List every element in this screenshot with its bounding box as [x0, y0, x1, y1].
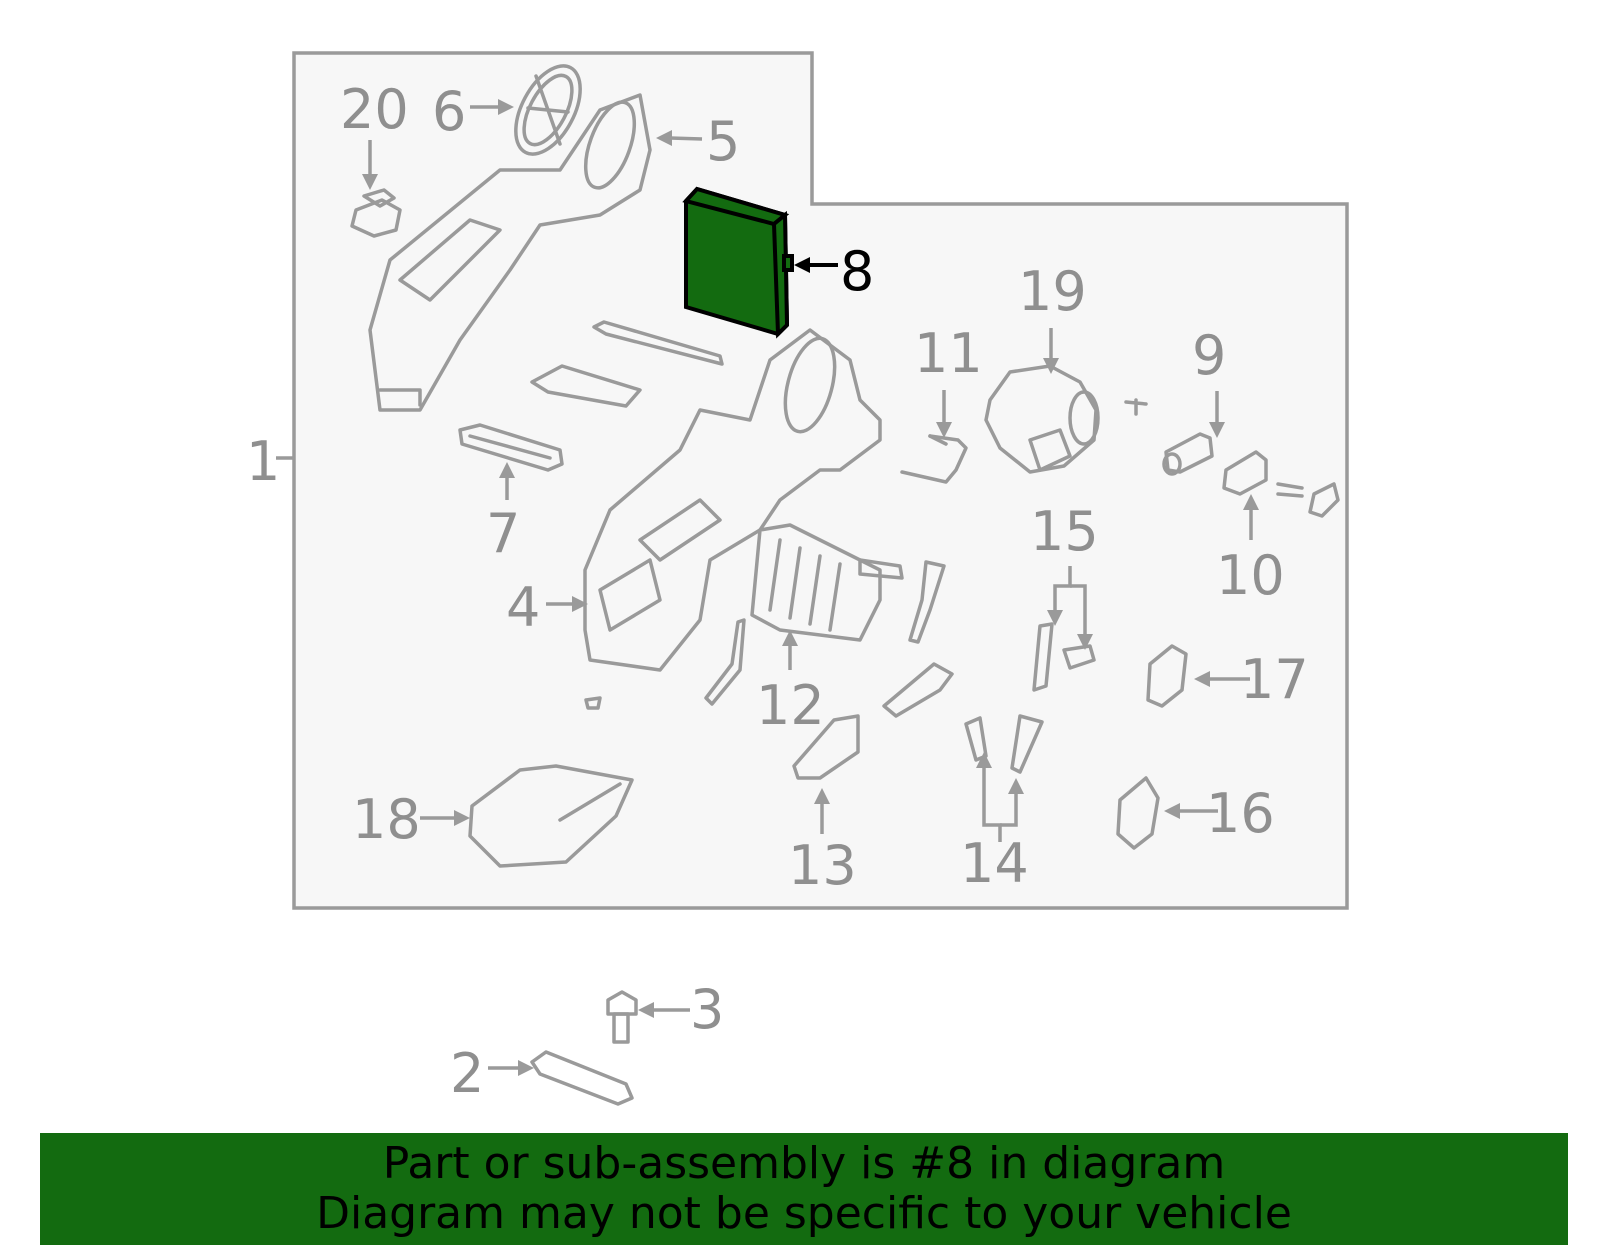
callout-3[interactable]: 3 [690, 978, 724, 1041]
part-18-module[interactable] [468, 764, 634, 868]
part-8-cabin-filter[interactable] [682, 186, 794, 339]
part-16-door[interactable] [1116, 776, 1160, 850]
part-11-sensor[interactable] [900, 434, 968, 484]
part-17-door[interactable] [1146, 644, 1188, 708]
callout-17[interactable]: 17 [1240, 648, 1309, 711]
part-plate-b[interactable] [530, 364, 642, 408]
callout-12[interactable]: 12 [756, 674, 825, 737]
part-3-bolt[interactable] [606, 990, 638, 1044]
part-15-duct-a[interactable] [1032, 622, 1054, 692]
banner-line-1: Part or sub-assembly is #8 in diagram [382, 1138, 1226, 1189]
part-15-clip[interactable] [1062, 644, 1096, 670]
part-2-bracket[interactable] [530, 1050, 634, 1106]
part-20-sensor[interactable] [350, 188, 402, 238]
info-banner: Part or sub-assembly is #8 in diagram Di… [40, 1133, 1568, 1245]
part-10-resistor[interactable] [1222, 450, 1340, 518]
banner-line-2: Diagram may not be specific to your vehi… [316, 1188, 1292, 1239]
callout-7[interactable]: 7 [486, 502, 520, 565]
part-5-upper-case[interactable] [368, 93, 652, 412]
part-small-clip[interactable] [584, 696, 602, 710]
part-seal-b[interactable] [908, 560, 946, 644]
callout-4[interactable]: 4 [506, 576, 540, 639]
part-13-bracket[interactable] [792, 714, 860, 780]
part-12-heater-core[interactable] [750, 523, 904, 642]
callout-10[interactable]: 10 [1216, 544, 1285, 607]
callout-5[interactable]: 5 [706, 110, 740, 173]
callout-2[interactable]: 2 [450, 1042, 484, 1105]
callout-16[interactable]: 16 [1206, 782, 1275, 845]
callout-13[interactable]: 13 [788, 834, 857, 897]
callout-11[interactable]: 11 [914, 322, 983, 385]
part-7-gasket[interactable] [458, 423, 564, 472]
assembly-panel [292, 51, 1349, 910]
callout-14[interactable]: 14 [960, 832, 1029, 895]
part-14-duct-b[interactable] [1010, 714, 1044, 774]
part-19-blower-motor[interactable] [984, 364, 1100, 474]
callout-18[interactable]: 18 [352, 788, 421, 851]
part-4-lower-case[interactable] [583, 328, 882, 672]
callout-20[interactable]: 20 [340, 78, 409, 141]
part-6-ring[interactable] [503, 55, 594, 164]
leader-8 [794, 257, 838, 273]
part-9-actuator[interactable] [1162, 432, 1214, 476]
callout-19[interactable]: 19 [1018, 260, 1087, 323]
callout-8[interactable]: 8 [840, 240, 874, 303]
part-seal-a[interactable] [704, 618, 746, 706]
part-screw[interactable] [1124, 398, 1148, 416]
callout-1[interactable]: 1 [246, 430, 280, 493]
callout-15[interactable]: 15 [1030, 500, 1099, 563]
callout-6[interactable]: 6 [432, 80, 466, 143]
part-plate-a[interactable] [592, 320, 724, 366]
leader-lines [276, 99, 1259, 1076]
callout-9[interactable]: 9 [1192, 324, 1226, 387]
part-seal-c[interactable] [882, 662, 954, 718]
